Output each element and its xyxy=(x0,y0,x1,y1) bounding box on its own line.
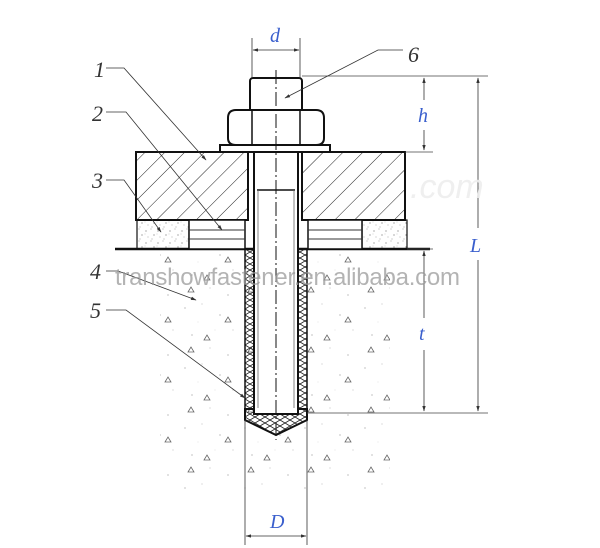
part-label-4: 4 xyxy=(90,259,197,301)
dimension-h-label: h xyxy=(418,105,428,127)
watermark: transhowfastener.en.alibaba.com xyxy=(115,264,460,291)
svg-text:1: 1 xyxy=(94,57,105,82)
dimension-d-label: d xyxy=(270,25,281,47)
dimension-t-label: t xyxy=(419,323,425,345)
dimension-D-label: D xyxy=(269,511,285,533)
dimension-h: h xyxy=(418,77,428,151)
grout-layer xyxy=(136,219,408,250)
dimension-L-label: L xyxy=(469,235,481,257)
svg-text:5: 5 xyxy=(90,298,101,323)
part-label-2: 2 xyxy=(92,101,223,231)
watermark-faint: .com xyxy=(410,168,484,206)
shim-plates xyxy=(188,219,363,250)
dimension-D: D xyxy=(244,420,308,545)
svg-text:6: 6 xyxy=(408,42,419,67)
part-label-5: 5 xyxy=(90,298,246,399)
svg-text:2: 2 xyxy=(92,101,103,126)
dimension-t: t xyxy=(419,250,426,412)
part-label-3: 3 xyxy=(91,168,162,233)
svg-text:4: 4 xyxy=(90,259,101,284)
part-label-1: 1 xyxy=(94,57,207,161)
washer xyxy=(219,144,331,153)
part-label-6: 6 xyxy=(284,42,419,99)
svg-text:3: 3 xyxy=(91,168,103,193)
dimension-d: d xyxy=(251,25,301,78)
dimension-L: L xyxy=(469,77,481,412)
